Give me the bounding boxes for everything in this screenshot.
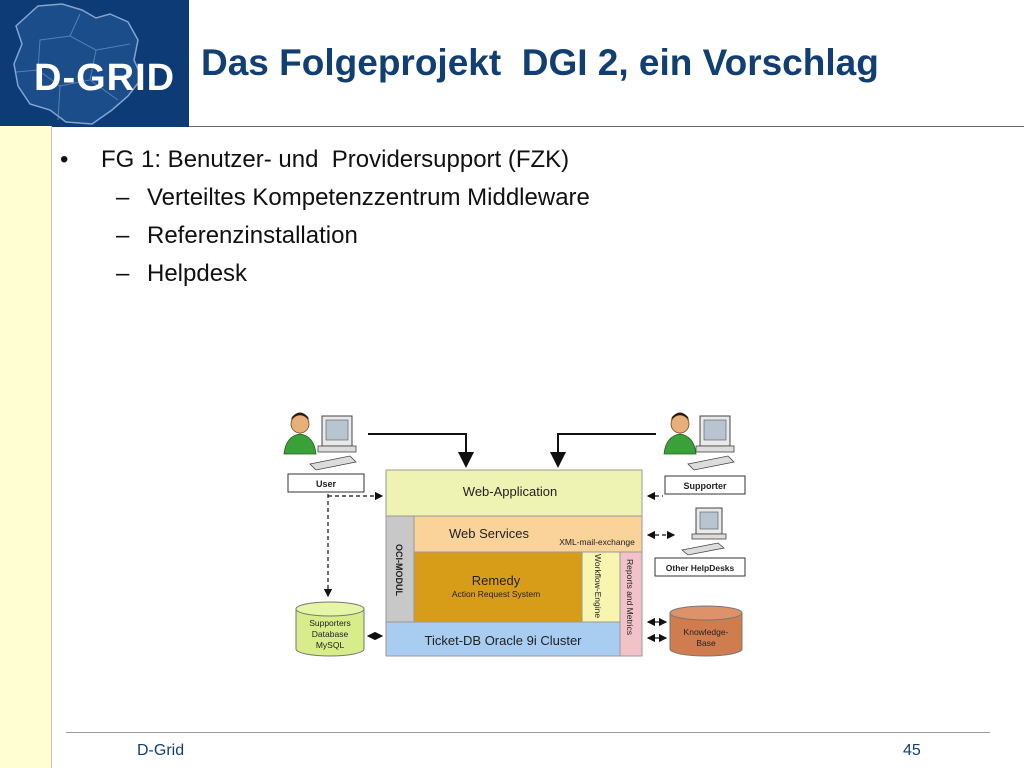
sub-bullet-marker: – — [116, 222, 130, 249]
d-grid-logo: D-GRID — [0, 0, 189, 127]
germany-map-icon: D-GRID — [13, 3, 175, 125]
remedy-label: Remedy — [472, 573, 521, 588]
sub-bullet-text: Referenzinstallation — [147, 222, 358, 249]
user-label-box — [287, 473, 365, 493]
knowledge-base-line2: Base — [696, 638, 716, 648]
knowledge-base-icon — [669, 605, 743, 657]
sub-bullet-text: Helpdesk — [147, 260, 248, 287]
workflow-engine-box — [581, 551, 621, 623]
other-helpdesks-label: Other HelpDesks — [666, 563, 735, 573]
bullet-text: FG 1: Benutzer- und Providersupport (FZK… — [101, 146, 570, 173]
bullet-marker: • — [60, 146, 69, 173]
user-label: User — [316, 479, 337, 489]
supporters-db-line2: Database — [312, 629, 349, 639]
supporter-label-box — [664, 475, 746, 495]
reports-metrics-box — [619, 551, 643, 657]
sub-bullet-text: Verteiltes Kompetenzzentrum Middleware — [147, 184, 590, 211]
sub-bullet-item: – Verteiltes Kompetenzzentrum Middleware — [116, 184, 590, 268]
other-helpdesks-label-box — [654, 557, 746, 577]
helpdesk-architecture-diagram: User Supporter Other HelpDesks Web-Appli… — [270, 404, 760, 671]
oci-modul-label: OCI-MODUL — [394, 544, 404, 596]
supporter-person-icon — [663, 412, 697, 455]
workflow-engine-label: Workflow-Engine — [593, 554, 603, 618]
remedy-sub-label: Action Request System — [452, 589, 540, 599]
user-person-icon — [283, 412, 317, 455]
oci-modul-box — [385, 515, 415, 623]
other-helpdesks-computer-icon — [681, 507, 727, 556]
sub-bullet-item: – Referenzinstallation — [116, 222, 358, 306]
supporters-db-line3: MySQL — [316, 640, 345, 650]
xml-mail-exchange-label: XML-mail-exchange — [559, 537, 635, 547]
left-sidebar — [0, 126, 52, 768]
supporter-computer-icon — [687, 415, 735, 471]
ticket-db-label: Ticket-DB Oracle 9i Cluster — [425, 633, 583, 648]
ticket-db-box — [385, 621, 621, 657]
user-to-webapp-arrow — [368, 433, 474, 468]
bullet-item: • FG 1: Benutzer- und Providersupport (F… — [60, 146, 569, 230]
footer-label: D-Grid — [137, 742, 185, 759]
knowledge-base-line1: Knowledge- — [684, 627, 729, 637]
remedy-box — [413, 551, 583, 623]
supporters-db-line1: Supporters — [309, 618, 351, 628]
page-number: 45 — [903, 742, 921, 759]
supporter-label: Supporter — [683, 481, 726, 491]
sub-bullet-marker: – — [116, 184, 130, 211]
footer-divider — [66, 732, 990, 733]
web-application-label: Web-Application — [463, 484, 557, 499]
slide-title: Das Folgeprojekt DGI 2, ein Vorschlag — [201, 42, 879, 83]
header-bar — [189, 0, 1024, 127]
web-services-box — [413, 515, 643, 553]
supporters-database-icon — [295, 601, 365, 657]
supporter-to-webapp-arrow — [550, 433, 656, 468]
web-services-label: Web Services — [449, 526, 529, 541]
sub-bullet-item: – Helpdesk — [116, 260, 247, 344]
reports-metrics-label: Reports and Metrics — [625, 559, 635, 635]
logo-text: D-GRID — [34, 57, 175, 99]
user-computer-icon — [309, 415, 357, 471]
sub-bullet-marker: – — [116, 260, 130, 287]
